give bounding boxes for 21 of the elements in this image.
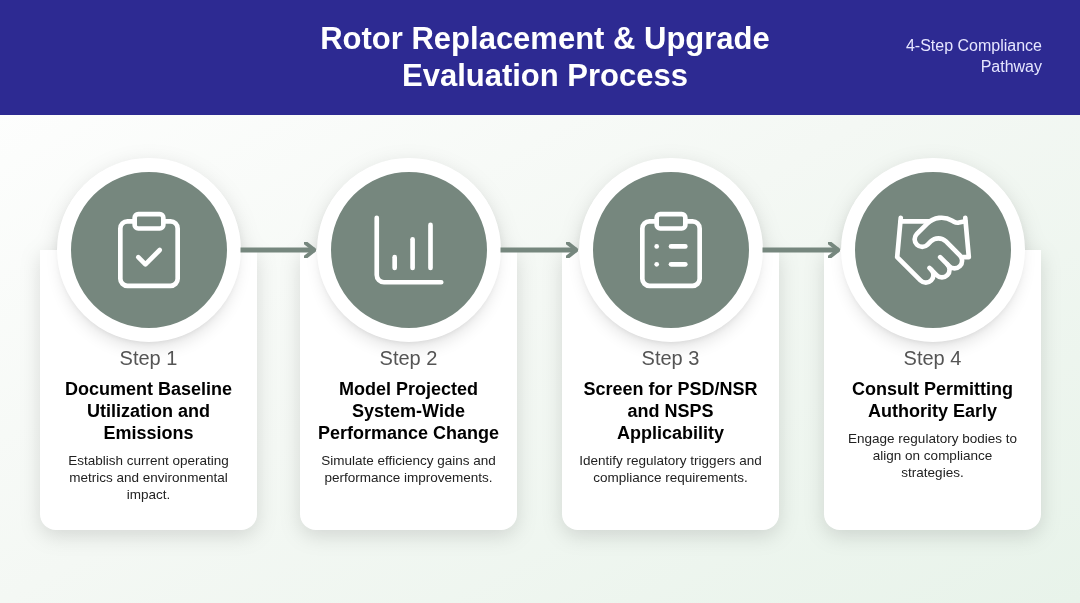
arrow [500,241,579,259]
step-description: Identify regulatory triggers and compliance requirements. [578,452,763,486]
arrow [762,241,841,259]
step-title: Model Projected System-Wide Performance Change [316,378,501,444]
arrow [240,241,317,259]
step-number: Step 3 [641,346,700,370]
step-description: Engage regulatory bodies to align on compliance strategies. [847,430,1018,481]
step-card [300,158,517,530]
title: Rotor Replacement & Upgrade Evaluation Process [319,20,771,94]
step-description: Simulate efficiency gains and performance improvements. [320,452,497,486]
step-card [562,158,779,530]
step-card [824,158,1041,530]
subtitle: 4-Step Compliance Pathway [904,36,1042,77]
step-title: Document Baseline Utilization and Emissions [63,378,233,444]
step-title: Consult Permitting Authority Early [851,378,1014,422]
step-card [40,158,257,530]
step-title: Screen for PSD/NSR and NSPS Applicability [582,378,759,444]
step-description: Establish current operating metrics and environmental impact. [67,452,230,503]
step-number: Step 4 [903,346,962,370]
step-number: Step 1 [119,346,178,370]
step-number: Step 2 [379,346,438,370]
